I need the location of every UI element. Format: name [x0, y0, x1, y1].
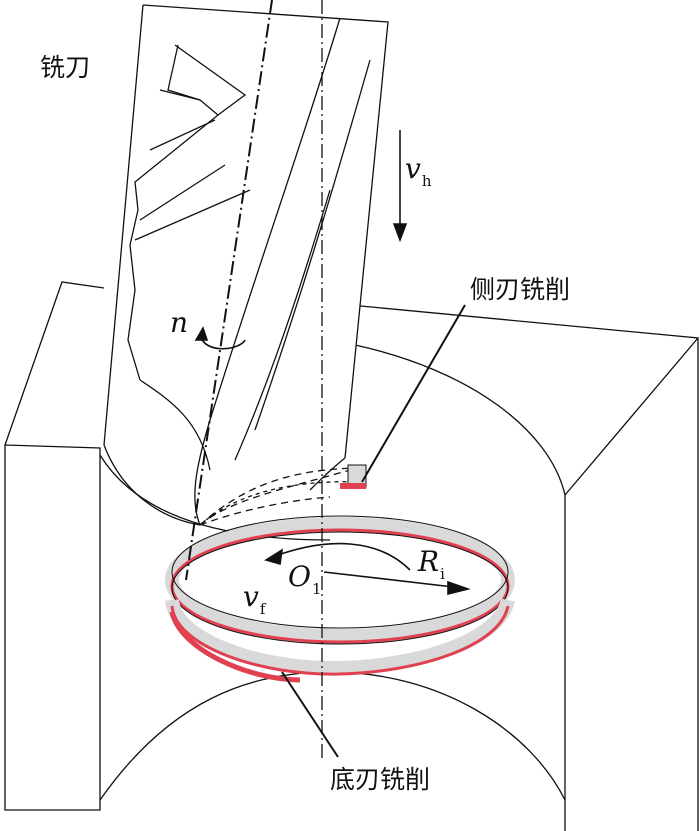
ri-main: R [418, 545, 440, 578]
vf-main: v [243, 580, 259, 613]
vh-main: v [405, 152, 421, 185]
vh-label: vh [405, 152, 432, 190]
tool-label: 铣刀 [40, 53, 91, 82]
side-milling-label: 侧刃铣削 [470, 275, 571, 304]
n-label: n [170, 306, 189, 339]
tool-axis [185, 0, 273, 581]
vf-label: vf [243, 580, 265, 618]
ri-sub: i [440, 565, 445, 583]
vf-sub: f [259, 600, 266, 618]
o1-sub: 1 [311, 580, 322, 598]
o1-label: O1 [288, 560, 322, 598]
vh-sub: h [421, 172, 432, 190]
ri-label: Ri [418, 545, 445, 583]
cut-rings [165, 464, 515, 683]
bottom-milling-label: 底刃铣削 [330, 765, 431, 794]
workpiece [4, 281, 699, 831]
arrows [194, 130, 471, 758]
end-mill-tool [103, 4, 389, 526]
o1-main: O [288, 560, 311, 593]
